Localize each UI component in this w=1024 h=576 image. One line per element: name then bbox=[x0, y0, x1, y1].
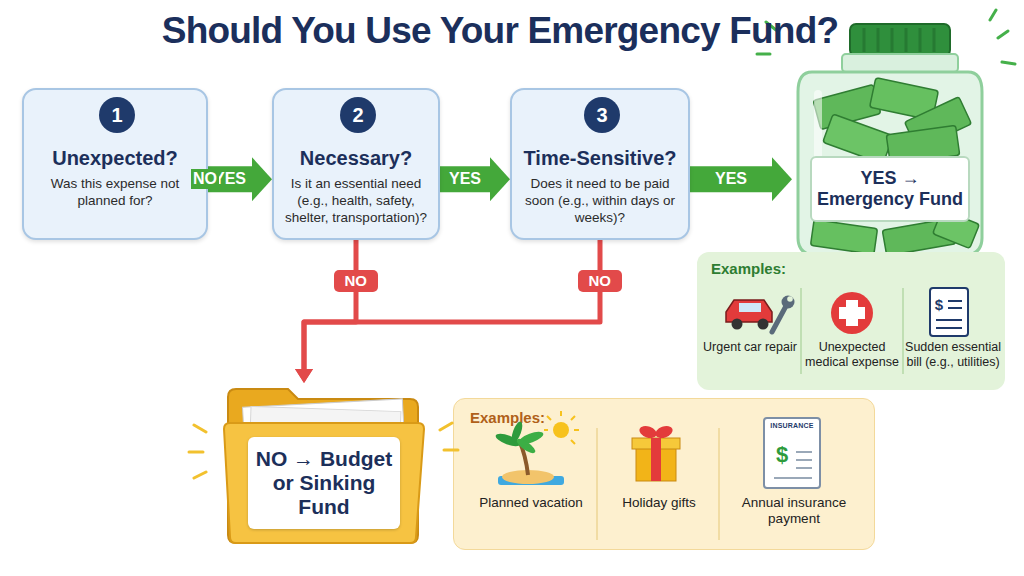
medical-cross-icon bbox=[839, 307, 865, 319]
question-heading: Time-Sensitive? bbox=[519, 146, 681, 170]
medical-cross-icon bbox=[831, 292, 873, 334]
bill-icon bbox=[930, 288, 968, 336]
question-box: Necessary? Is it an essential need (e.g.,… bbox=[272, 88, 440, 240]
step-number: 3 bbox=[596, 105, 607, 125]
outline-part bbox=[864, 28, 934, 52]
dollar-sign: $ bbox=[932, 297, 946, 313]
diagram-title: Should You Use Your Emergency Fund? bbox=[0, 9, 1000, 53]
question-text: Does it need to be paid soon (e.g., with… bbox=[519, 175, 681, 226]
question-text: Is it an essential need (e.g., health, s… bbox=[281, 175, 431, 226]
step-number-circle: 1 bbox=[99, 97, 135, 133]
medical-cross-icon bbox=[831, 292, 873, 334]
car-wrench-icon bbox=[787, 296, 793, 302]
insurance-document-icon bbox=[764, 418, 820, 488]
car-wrench-icon bbox=[739, 303, 761, 312]
emergency-fund-jar: YES → Emergency Fund bbox=[792, 20, 988, 260]
question-box: Unexpected? Was this expense not planned … bbox=[22, 88, 208, 240]
step-number: 1 bbox=[111, 105, 122, 125]
examples-heading: Examples: bbox=[711, 260, 786, 277]
fund-label: NO → Budget or Sinking Fund bbox=[248, 437, 400, 529]
outline-part bbox=[811, 220, 878, 255]
step-number-circle: 2 bbox=[340, 97, 376, 133]
panel-divider bbox=[801, 288, 903, 374]
outline-part bbox=[224, 423, 424, 543]
no-label: NO bbox=[578, 270, 623, 292]
example-text: Annual insurance payment bbox=[720, 495, 868, 527]
dollar-sign: $ bbox=[770, 443, 794, 467]
example-text: Urgent car repair bbox=[699, 340, 801, 355]
outline-part bbox=[798, 72, 982, 256]
yes-label: NO bbox=[191, 169, 219, 189]
folder-sparkles bbox=[189, 423, 458, 478]
insurance-document-icon bbox=[764, 418, 820, 488]
car-wrench-icon bbox=[772, 306, 786, 332]
outline-part bbox=[850, 24, 950, 56]
panel-divider bbox=[597, 428, 719, 540]
example-text: Sudden essential bill (e.g., utilities) bbox=[903, 340, 1003, 370]
step-number: 2 bbox=[352, 105, 363, 125]
beach-icon bbox=[494, 411, 579, 485]
folder-sparkles bbox=[189, 423, 458, 478]
example-text: Planned vacation bbox=[464, 495, 598, 511]
outline-part bbox=[228, 389, 418, 543]
example-text: Holiday gifts bbox=[598, 495, 720, 511]
question-text: Was this expense not planned for? bbox=[31, 175, 199, 209]
examples-heading: Examples: bbox=[470, 409, 545, 426]
beach-icon bbox=[515, 436, 538, 455]
gift-icon bbox=[632, 424, 680, 481]
car-wrench-icon bbox=[732, 319, 743, 330]
car-wrench-icon bbox=[726, 300, 772, 322]
beach-icon bbox=[544, 411, 579, 444]
jar-outline bbox=[792, 20, 988, 260]
no-label: NO bbox=[334, 270, 379, 292]
question-box: Time-Sensitive? Does it need to be paid s… bbox=[510, 88, 690, 240]
car-wrench-icon bbox=[782, 296, 795, 309]
panel-divider bbox=[597, 288, 903, 540]
no-connector bbox=[304, 240, 600, 369]
example-text: Unexpected medical expense bbox=[801, 340, 903, 370]
outline-part bbox=[842, 54, 958, 72]
insurance-heading: INSURANCE bbox=[765, 421, 819, 430]
gift-icon bbox=[638, 424, 659, 440]
car-wrench-icon bbox=[726, 296, 795, 333]
yes-arrow bbox=[690, 166, 772, 192]
question-heading: Unexpected? bbox=[31, 146, 199, 170]
sinking-fund-folder: NO → Budget or Sinking Fund bbox=[222, 383, 427, 548]
gift-icon bbox=[654, 424, 675, 440]
yes-label: YES bbox=[447, 169, 483, 189]
yes-label: YES bbox=[713, 169, 749, 189]
question-heading: Necessary? bbox=[281, 146, 431, 170]
fund-label: YES → Emergency Fund bbox=[810, 156, 970, 222]
no-connector bbox=[304, 240, 356, 369]
car-wrench-icon bbox=[758, 319, 769, 330]
bill-icon bbox=[930, 288, 968, 336]
step-number-circle: 3 bbox=[584, 97, 620, 133]
yes-arrow bbox=[440, 166, 490, 192]
beach-icon bbox=[553, 422, 569, 438]
gift-icon bbox=[651, 438, 661, 481]
